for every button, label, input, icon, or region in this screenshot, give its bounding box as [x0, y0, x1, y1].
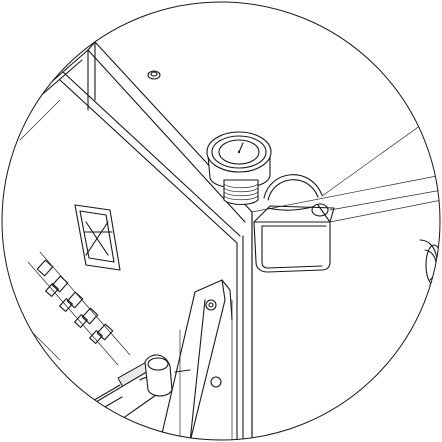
side-badge: [27, 251, 131, 366]
top-screw: [147, 70, 161, 80]
pressure-gauge: [206, 131, 272, 206]
mounting-bracket: [253, 205, 335, 273]
front-handle: [59, 279, 233, 440]
brand-emblem: [74, 204, 121, 271]
threaded-fitting: [223, 179, 259, 206]
cabinet-panel: [19, 41, 440, 440]
